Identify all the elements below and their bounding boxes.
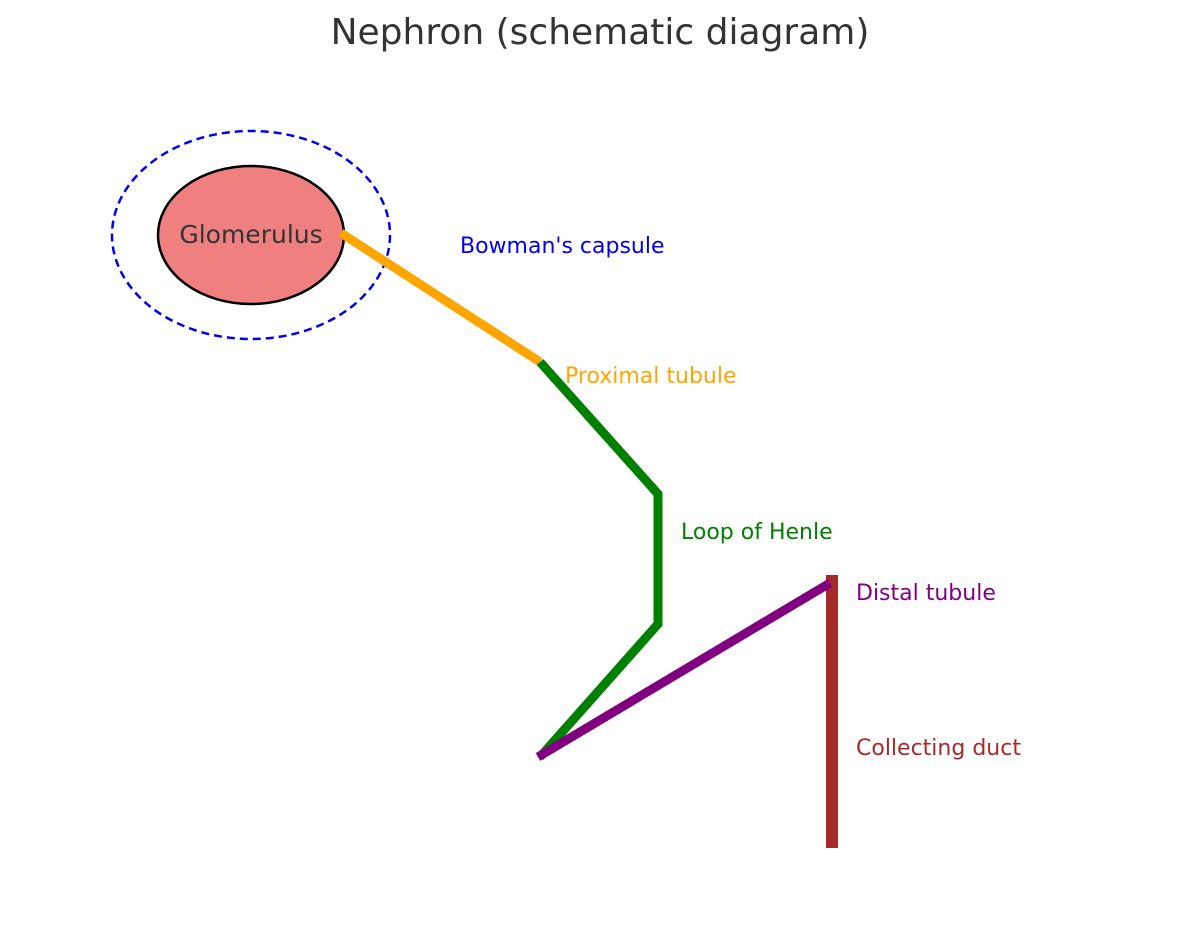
glomerulus-label: Glomerulus <box>179 220 322 249</box>
loop-of-henle-segment <box>536 359 663 760</box>
distal-tubule-label: Distal tubule <box>856 581 996 606</box>
collecting-duct-label: Collecting duct <box>856 736 1021 761</box>
loop-of-henle-label: Loop of Henle <box>681 520 833 545</box>
bowmans-capsule-label: Bowman's capsule <box>460 234 665 259</box>
bowmans-capsule-outline <box>110 129 392 341</box>
distal-tubule-segment <box>535 579 833 761</box>
proximal-tubule-segment <box>338 229 543 366</box>
diagram-title: Nephron (schematic diagram) <box>330 12 870 53</box>
proximal-tubule-label: Proximal tubule <box>565 364 737 389</box>
